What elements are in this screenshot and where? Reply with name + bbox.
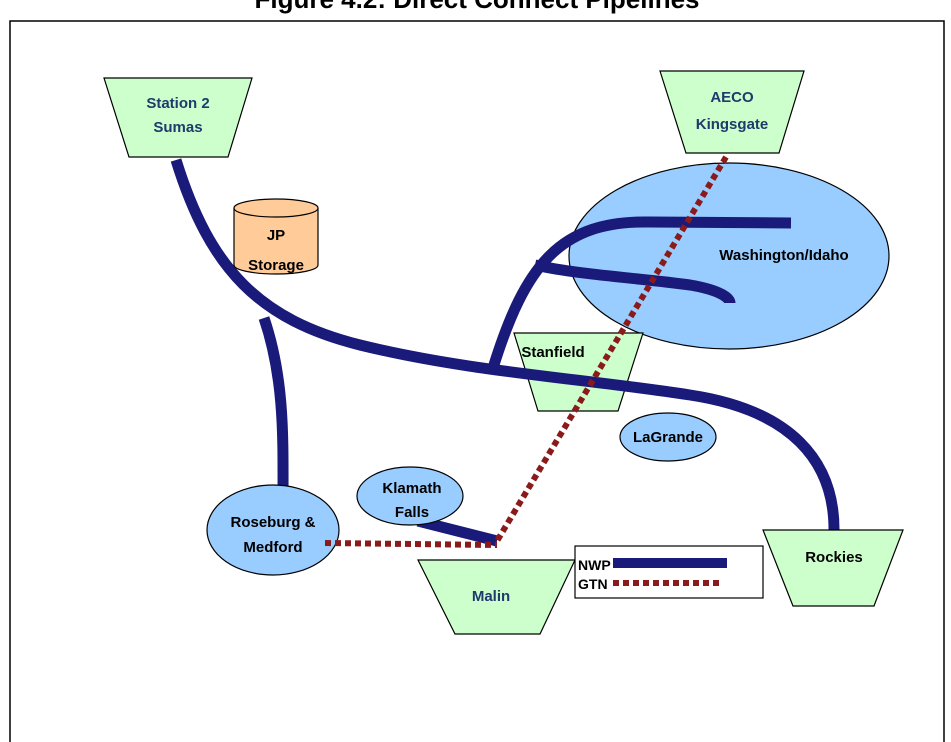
washington-idaho-label: Washington/Idaho <box>719 247 848 264</box>
falls-label: Falls <box>395 504 429 521</box>
nwp-washington-upper <box>487 216 792 370</box>
klamath-falls-area <box>356 466 464 526</box>
jp-label: JP <box>267 227 285 244</box>
nwp-main-line <box>170 158 840 533</box>
legend-nwp-label: NWP <box>578 557 611 573</box>
nwp-klamath-link <box>416 515 499 547</box>
rockies-label: Rockies <box>805 549 863 566</box>
legend: NWP GTN <box>574 545 764 599</box>
roseburg-label: Roseburg & <box>230 514 315 531</box>
jp-storage-cylinder <box>233 198 319 275</box>
gtn-main-line <box>494 155 729 543</box>
malin-label: Malin <box>472 588 510 605</box>
figure-title: Figure 4.2: Direct Connect Pipelines <box>255 0 700 14</box>
washington-idaho-area <box>568 162 890 350</box>
legend-gtn-label: GTN <box>578 576 608 592</box>
sumas-label: Sumas <box>153 119 202 136</box>
lagrande-label: LaGrande <box>633 429 703 446</box>
nwp-roseburg-branch <box>258 316 289 504</box>
nwp-pipelines <box>170 158 840 547</box>
stanfield-label: Stanfield <box>521 344 584 361</box>
stanfield-hub <box>513 332 644 412</box>
klamath-label: Klamath <box>382 480 441 497</box>
storage-label: Storage <box>248 257 304 274</box>
kingsgate-label: Kingsgate <box>696 116 769 133</box>
legend-box <box>574 545 764 599</box>
figure-frame <box>9 20 945 742</box>
medford-label: Medford <box>243 539 302 556</box>
gtn-pipelines <box>324 155 729 548</box>
rockies-hub <box>762 529 904 607</box>
station2-sumas-hub <box>103 77 253 158</box>
gtn-medford-branch <box>324 540 498 548</box>
malin-hub <box>417 559 576 635</box>
aeco-label: AECO <box>710 89 754 106</box>
roseburg-medford-area <box>206 484 340 576</box>
nwp-washington-lower <box>533 259 736 305</box>
aeco-kingsgate-hub <box>659 70 805 154</box>
station2-label: Station 2 <box>146 95 209 112</box>
lagrande-area <box>619 412 717 462</box>
